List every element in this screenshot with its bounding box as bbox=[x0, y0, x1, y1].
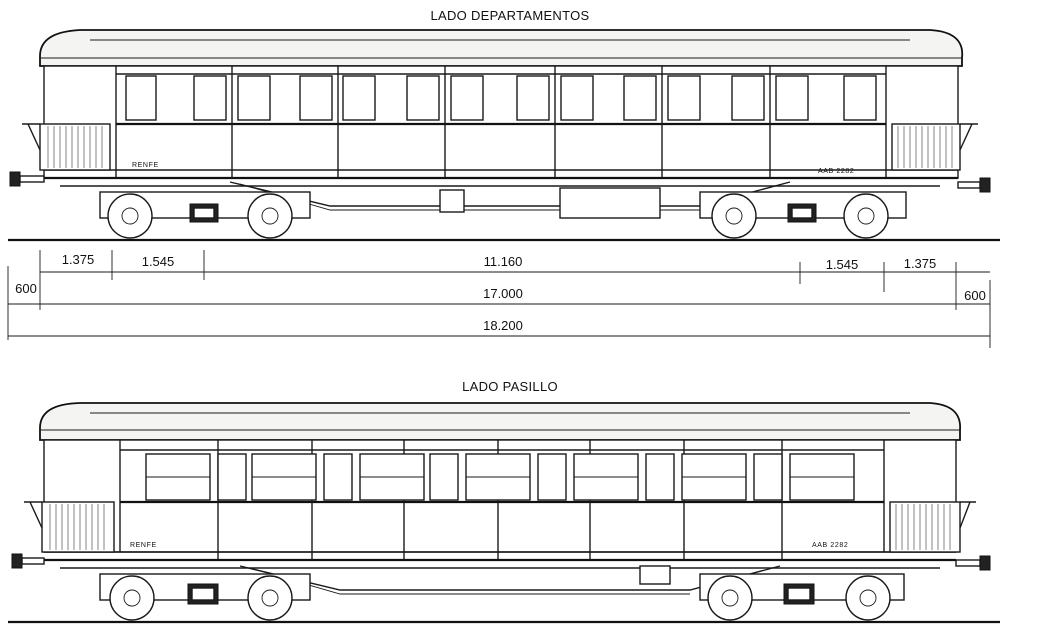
dim-left-overhang: 1.375 bbox=[62, 252, 95, 267]
top-car-body bbox=[43, 65, 959, 179]
window bbox=[623, 75, 657, 121]
top-roof bbox=[39, 29, 964, 67]
bottom-left-platform bbox=[24, 501, 115, 553]
window bbox=[775, 75, 809, 121]
window bbox=[342, 75, 376, 121]
top-left-marking: RENFE bbox=[132, 162, 159, 169]
bottom-right-marking: AAB 2282 bbox=[812, 542, 848, 549]
narrow-window bbox=[537, 453, 567, 501]
bottom-left-marking: RENFE bbox=[130, 542, 157, 549]
top-right-platform bbox=[891, 123, 978, 171]
window bbox=[731, 75, 765, 121]
dim-center: 11.160 bbox=[484, 254, 523, 269]
top-right-bogie bbox=[699, 191, 907, 239]
window bbox=[406, 75, 440, 121]
dim-right-bogie: 1.545 bbox=[826, 257, 859, 272]
dim-left-buffer: 600 bbox=[15, 281, 37, 296]
bottom-left-bogie bbox=[99, 573, 311, 621]
dim-overall-length: 18.200 bbox=[483, 318, 523, 333]
top-windows bbox=[125, 75, 877, 121]
dim-body-length: 17.000 bbox=[483, 286, 523, 301]
narrow-window bbox=[323, 453, 353, 501]
top-right-marking: AAB 2282 bbox=[818, 168, 854, 175]
dimension-lines: 1.375 1.545 11.160 1.545 1.375 600 17.00… bbox=[7, 250, 991, 348]
bottom-right-buffer bbox=[955, 555, 991, 571]
bottom-right-bogie bbox=[699, 573, 905, 621]
narrow-window bbox=[645, 453, 675, 501]
top-left-bogie bbox=[99, 191, 311, 239]
top-panel-posts bbox=[231, 66, 771, 178]
window bbox=[560, 75, 594, 121]
narrow-window bbox=[217, 453, 247, 501]
window bbox=[450, 75, 484, 121]
narrow-window bbox=[429, 453, 459, 501]
window bbox=[125, 75, 157, 121]
top-left-platform bbox=[22, 123, 111, 171]
top-coach-view: LADO DEPARTAMENTOS bbox=[8, 8, 1000, 242]
top-left-buffer bbox=[9, 171, 45, 187]
dim-left-bogie: 1.545 bbox=[142, 254, 175, 269]
window bbox=[299, 75, 333, 121]
bottom-coach-view: LADO PASILLO bbox=[8, 379, 1000, 624]
top-view-title: LADO DEPARTAMENTOS bbox=[430, 8, 589, 23]
dim-right-overhang: 1.375 bbox=[904, 256, 937, 271]
bottom-underframe-truss bbox=[239, 565, 781, 591]
bottom-left-buffer bbox=[11, 553, 45, 569]
window bbox=[667, 75, 701, 121]
window bbox=[843, 75, 877, 121]
window bbox=[193, 75, 227, 121]
bottom-view-title: LADO PASILLO bbox=[462, 379, 558, 394]
dim-right-buffer: 600 bbox=[964, 288, 986, 303]
window bbox=[516, 75, 550, 121]
top-right-buffer bbox=[957, 177, 991, 193]
narrow-window bbox=[753, 453, 783, 501]
bottom-windows bbox=[145, 453, 855, 501]
bottom-roof bbox=[39, 402, 961, 441]
bottom-right-platform bbox=[889, 501, 976, 553]
window bbox=[237, 75, 271, 121]
